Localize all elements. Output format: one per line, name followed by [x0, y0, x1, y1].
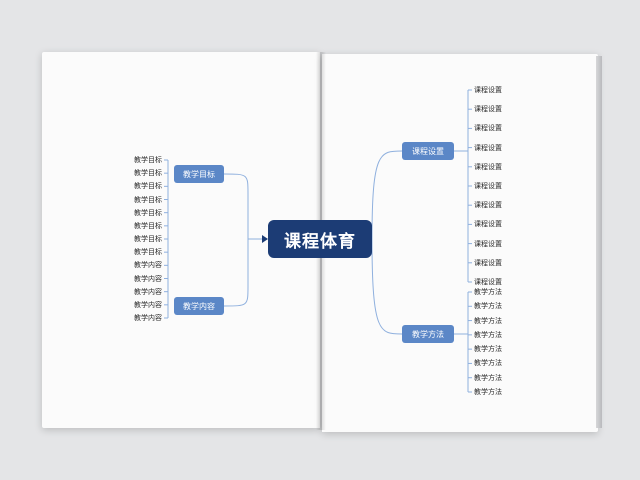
leaf-item: 教学目标: [134, 169, 162, 178]
leaf-item: 教学方法: [474, 316, 502, 325]
leaf-item: 教学内容: [134, 261, 162, 270]
branch-connector-2: [223, 238, 262, 307]
leaf-item: 课程设置: [474, 105, 502, 114]
leaf-item: 课程设置: [474, 239, 502, 248]
leaf-item: 课程设置: [474, 182, 502, 190]
leaf-item: 教学内容: [134, 274, 162, 283]
leaf-item: 教学方法: [474, 345, 502, 354]
leaf-item: 课程设置: [474, 124, 502, 133]
center-arrow: [262, 235, 268, 243]
branch-connector-3: [371, 150, 403, 240]
leaf-item: 教学目标: [134, 208, 162, 217]
leaf-item: 课程设置: [474, 278, 502, 286]
branch-node-2: 教学内容: [174, 297, 224, 315]
leaf-item: 教学方法: [474, 359, 502, 368]
leaf-item: 教学方法: [474, 388, 502, 396]
branch-node-4: 教学方法: [402, 325, 454, 343]
leaf-item: 课程设置: [474, 258, 502, 267]
leaf-item: 课程设置: [474, 86, 502, 94]
branch-node-1: 教学目标: [174, 165, 224, 183]
branch-node-3: 课程设置: [402, 142, 454, 160]
leaf-item: 教学方法: [474, 302, 502, 311]
branch-connector-1: [223, 173, 262, 240]
leaf-item: 教学目标: [134, 182, 162, 191]
leaf-item: 课程设置: [474, 220, 502, 229]
leaf-item: 教学内容: [134, 314, 162, 322]
page-stack-edge: [596, 56, 602, 428]
leaf-item: 课程设置: [474, 201, 502, 210]
leaf-item: 教学目标: [134, 221, 162, 230]
leaf-item: 教学方法: [474, 288, 502, 296]
leaf-item: 教学内容: [134, 287, 162, 296]
leaf-item: 教学方法: [474, 330, 502, 339]
leaf-item: 教学方法: [474, 373, 502, 382]
leaf-item: 教学目标: [134, 248, 162, 257]
leaf-item: 教学目标: [134, 195, 162, 204]
center-node: 课程体育: [268, 220, 372, 258]
leaf-item: 教学内容: [134, 300, 162, 309]
leaf-item: 教学目标: [134, 156, 162, 164]
leaf-item: 课程设置: [474, 143, 502, 152]
leaf-item: 教学目标: [134, 235, 162, 243]
branch-connector-4: [371, 238, 403, 335]
leaf-item: 课程设置: [474, 162, 502, 171]
